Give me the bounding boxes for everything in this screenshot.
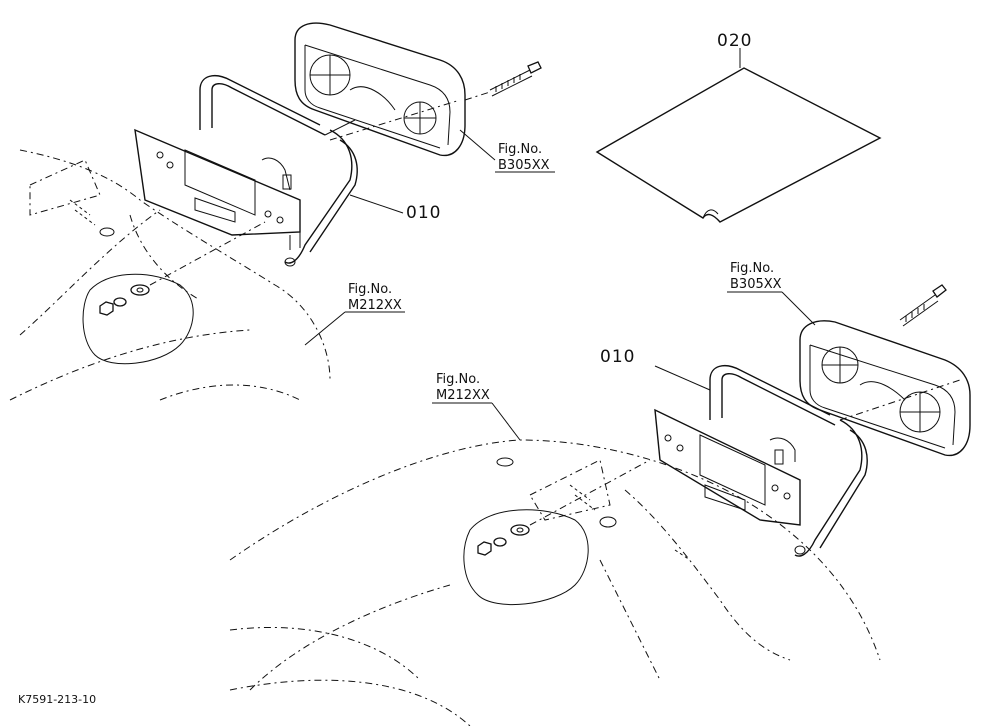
upper-bracket [134,128,301,236]
part-number-020: 020 [717,31,752,51]
ref-m212xx-upper: Fig.No. M212XX [304,282,405,346]
lower-fender [229,439,881,726]
part-number-010: 010 [600,347,635,367]
upper-guard-frame [199,74,358,267]
label-010-upper: 010 [349,194,441,223]
ref-b305xx-upper: Fig.No. B305XX [459,129,555,173]
fig-code: B305XX [730,277,782,292]
lower-screw [899,284,947,327]
lower-lamp [799,320,971,457]
part-number-010: 010 [406,203,441,223]
diagram-code: K7591-213-10 [18,693,96,706]
lower-guard-frame [709,364,868,557]
upper-lamp [294,22,466,157]
lower-mount-plate [463,509,589,606]
ref-m212xx-lower: Fig.No. M212XX [432,372,521,441]
ref-b305xx-lower: Fig.No. B305XX [727,261,816,326]
label-010-lower: 010 [600,347,711,391]
fig-code: M212XX [348,298,402,313]
sheet-020: 020 [595,31,882,223]
fig-no-label: Fig.No. [436,372,480,387]
upper-screw [464,61,542,101]
fig-no-label: Fig.No. [348,282,392,297]
fig-code: B305XX [498,158,550,173]
upper-mount-plate [82,273,194,365]
fig-no-label: Fig.No. [498,142,542,157]
lower-bracket [654,408,801,526]
upper-fender [9,149,331,401]
lower-hardware [477,459,651,556]
upper-hardware [99,221,266,316]
fig-code: M212XX [436,388,490,403]
fig-no-label: Fig.No. [730,261,774,276]
